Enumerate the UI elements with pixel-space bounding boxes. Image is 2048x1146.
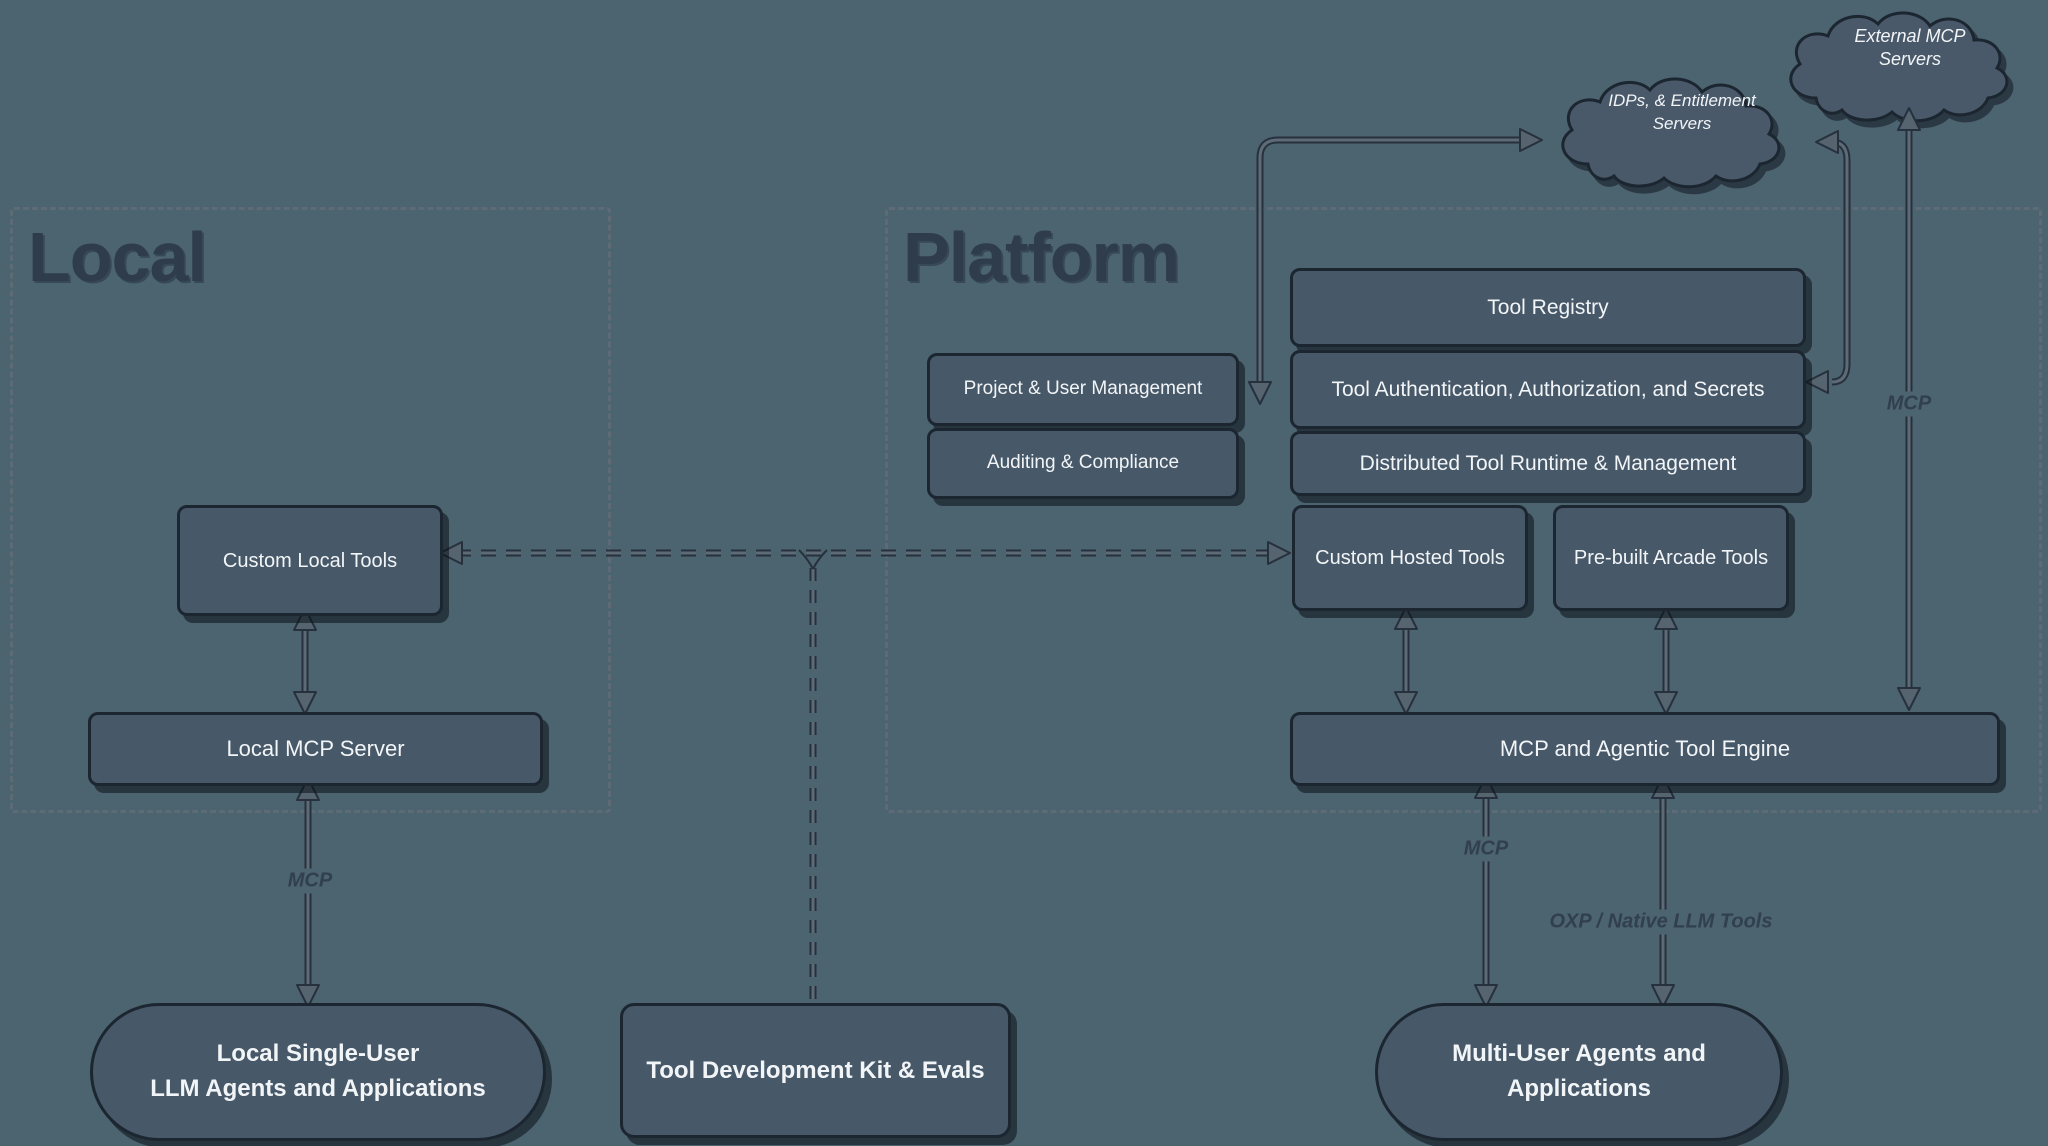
node-multi-user-agents: Multi-User Agents and Applications [1375, 1003, 1783, 1141]
edge-label-mcp-local: MCP [281, 868, 339, 894]
arrowhead [296, 777, 320, 801]
line-dashed-branch-fork [798, 549, 828, 570]
node-custom-hosted-tools: Custom Hosted Tools [1292, 505, 1528, 611]
platform-title: Platform [903, 218, 1180, 296]
node-tool-authentication: Tool Authentication, Authorization, and … [1290, 350, 1806, 429]
external-mcp-servers-label: External MCP Servers [1854, 26, 1966, 69]
arrowhead [1394, 606, 1418, 630]
arrow-engine-multi-user-agents-oxp [1651, 775, 1675, 1008]
edge-label-mcp-engine: MCP [1457, 836, 1515, 862]
arrowhead [1651, 775, 1675, 799]
node-custom-local-tools: Custom Local Tools [177, 505, 443, 616]
cloud-external-mcp-servers [1789, 11, 2009, 123]
arrowhead [1248, 381, 1272, 405]
node-tool-development-kit: Tool Development Kit & Evals [620, 1003, 1011, 1138]
arrowhead [1815, 130, 1839, 154]
node-mcp-agentic-tool-engine: MCP and Agentic Tool Engine [1290, 712, 2000, 786]
edge-label-mcp-external: MCP [1880, 391, 1938, 417]
arrowhead [1519, 128, 1543, 152]
arrow-project-user-management-idp [1248, 128, 1543, 405]
arrowhead [1267, 541, 1291, 565]
arrowhead [1805, 370, 1829, 394]
node-project-user-management: Project & User Management [927, 353, 1239, 426]
arrowhead [296, 984, 320, 1008]
idp-entitlement-servers-label: IDPs, & Entitlement Servers [1608, 91, 1756, 133]
arrow-custom-hosted-tools-engine [1394, 606, 1418, 715]
arrowhead [1897, 687, 1921, 711]
node-local-mcp-server: Local MCP Server [88, 712, 543, 786]
node-prebuilt-arcade-tools: Pre-built Arcade Tools [1553, 505, 1789, 611]
arrowhead [1474, 775, 1498, 799]
arrowhead [1394, 691, 1418, 715]
arrow-prebuilt-arcade-tools-engine [1654, 606, 1678, 715]
arrowhead [1654, 606, 1678, 630]
arrow-tool-authentication-idp [1805, 130, 1851, 394]
cloud-shape [1561, 77, 1781, 189]
arrowhead [293, 691, 317, 715]
arrow-custom-local-tools-custom-hosted-tools-dashed [439, 541, 1291, 565]
arrowhead [1654, 691, 1678, 715]
local-title: Local [28, 218, 207, 296]
arrowhead [439, 541, 463, 565]
node-tool-registry: Tool Registry [1290, 268, 1806, 347]
arrow-engine-multi-user-agents-mcp [1474, 775, 1498, 1008]
platform-container [885, 207, 2042, 813]
node-local-single-user-agents: Local Single-User LLM Agents and Applica… [90, 1003, 546, 1141]
arrow-custom-local-tools-local-mcp-server [293, 607, 317, 715]
cloud-idp-entitlement-servers [1561, 77, 1781, 189]
node-auditing-compliance: Auditing & Compliance [927, 428, 1239, 499]
arrowhead [1474, 984, 1498, 1008]
cloud-shape [1789, 11, 2009, 123]
node-distributed-tool-runtime: Distributed Tool Runtime & Management [1290, 431, 1806, 496]
edge-label-oxp-native-llm-tools: OXP / Native LLM Tools [1543, 909, 1779, 935]
arrowhead [1897, 107, 1921, 131]
arrowhead [293, 607, 317, 631]
arrowhead [1651, 984, 1675, 1008]
